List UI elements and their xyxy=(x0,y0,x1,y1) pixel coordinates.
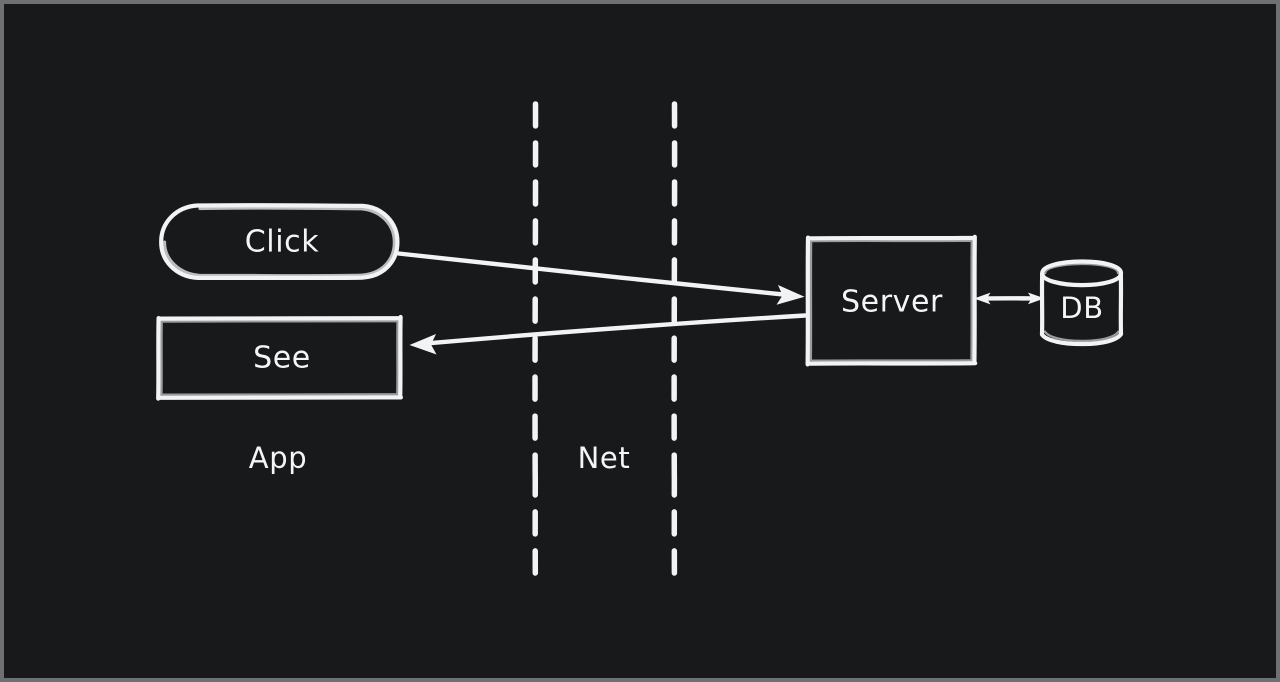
node-see-label: See xyxy=(253,341,311,376)
node-click[interactable]: Click xyxy=(159,203,400,281)
arrowhead-icon xyxy=(776,285,805,305)
lane-label-app: App xyxy=(249,441,307,475)
lane-divider-left xyxy=(532,101,539,576)
node-server-label: Server xyxy=(841,285,943,320)
arrowhead-icon xyxy=(1028,292,1045,305)
node-click-label: Click xyxy=(245,225,320,260)
edge-server-db[interactable] xyxy=(974,292,1045,305)
node-db[interactable]: DB xyxy=(1039,259,1124,347)
node-server[interactable]: Server xyxy=(805,234,978,367)
edge-server-to-see[interactable] xyxy=(409,313,808,355)
arrowhead-icon xyxy=(409,334,437,355)
edge-click-to-server[interactable] xyxy=(396,251,805,305)
lane-label-net: Net xyxy=(578,441,631,475)
arrowhead-icon xyxy=(974,292,991,305)
diagram-svg: Click See Server DB xyxy=(156,101,1124,576)
node-see[interactable]: See xyxy=(156,314,403,401)
node-db-label: DB xyxy=(1060,291,1103,325)
